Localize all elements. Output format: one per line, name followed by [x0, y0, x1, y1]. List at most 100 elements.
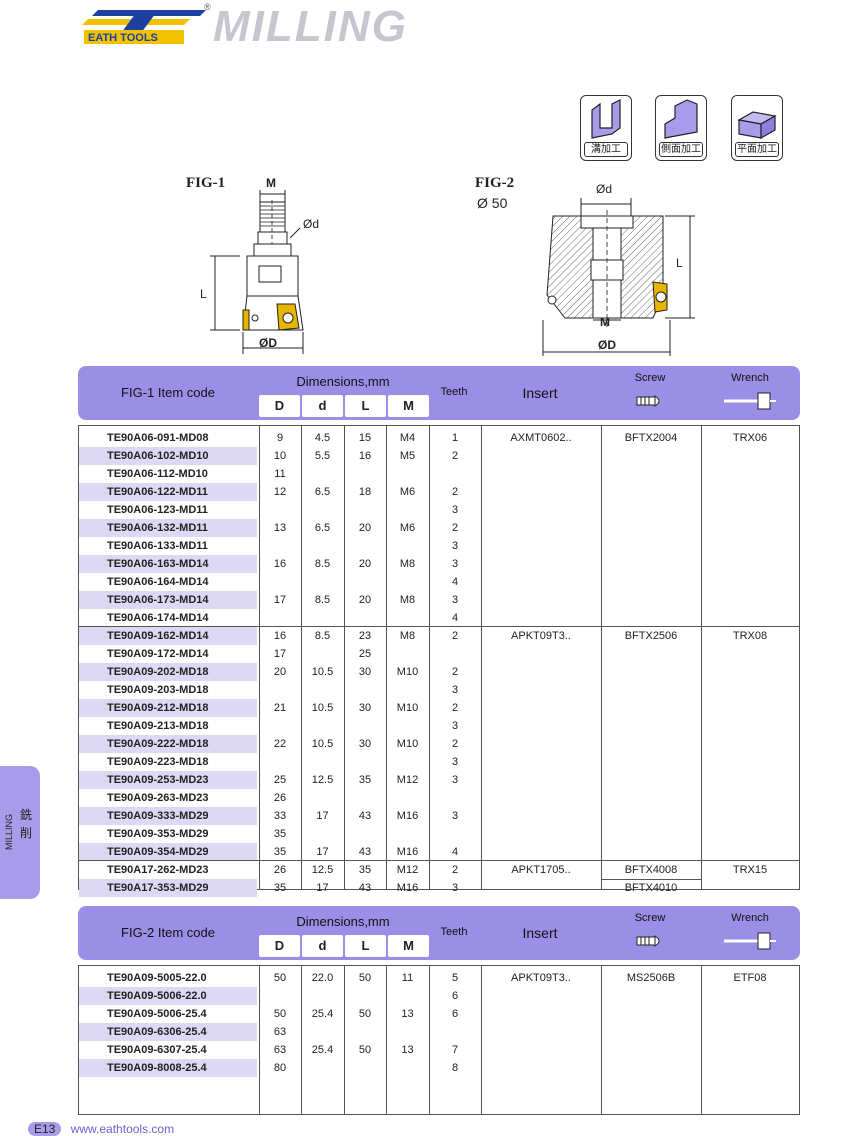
dim-d-cell: 50 [273, 1008, 287, 1020]
dim-l-cell: 43 [358, 882, 372, 894]
screw-cell: BFTX4010 [624, 882, 678, 894]
op-side-milling: 側面加工 [655, 95, 707, 161]
header-insert: Insert [522, 925, 558, 941]
item-code-cell: TE90A06-163-MD14 [79, 555, 257, 573]
teeth-cell: 3 [451, 720, 459, 732]
side-section-tab[interactable]: MILLING 銑削 [0, 766, 40, 899]
dim-d-cell [259, 537, 301, 555]
teeth-cell: 3 [451, 504, 459, 516]
screw-cell: BFTX4008 [624, 864, 678, 876]
wrench-icon [724, 392, 776, 410]
teeth-cell: 3 [451, 558, 459, 570]
header-wrench: Wrench [731, 912, 769, 924]
item-code-cell: TE90A06-123-MD11 [107, 504, 208, 516]
dim-d-cell [259, 573, 301, 591]
dim-d-cell: 35 [273, 882, 287, 894]
dim-small-d-cell: 17 [316, 882, 329, 894]
dim-small-d-cell [301, 717, 344, 735]
side-tab-zh: 銑削 [20, 808, 33, 840]
item-code-cell: TE90A06-102-MD10 [79, 447, 257, 465]
column-divider [701, 426, 702, 889]
dim-l-cell [344, 465, 386, 483]
dim-small-d-cell: 4.5 [314, 432, 331, 444]
dim-d-cell: 16 [273, 630, 287, 642]
dim-l-cell: 30 [358, 738, 372, 750]
teeth-cell: 1 [451, 432, 459, 444]
dim-d-cell: 35 [273, 846, 287, 858]
dim-l-cell: 20 [358, 594, 372, 606]
page-number: E13 [28, 1122, 62, 1136]
column-divider [701, 966, 702, 1114]
screw-cell: BFTX2004 [624, 432, 678, 444]
dim-small-d-cell: 6.5 [314, 486, 331, 498]
dim-small-d-cell [301, 681, 344, 699]
table1-header: FIG-1 Item code Dimensions,mm D d L M Te… [78, 366, 800, 420]
teeth-cell: 4 [451, 576, 459, 588]
column-divider [601, 426, 602, 889]
slot-milling-icon [591, 99, 621, 139]
teeth-cell: 3 [451, 594, 459, 606]
dim-d-cell: 25 [273, 774, 287, 786]
dim-l-cell: 35 [358, 864, 372, 876]
column-divider [481, 966, 482, 1114]
fig2-subtitle: Ø 50 [477, 195, 508, 211]
face-milling-icon [737, 111, 777, 140]
column-divider [344, 426, 345, 889]
dim-m-cell: M10 [396, 666, 419, 678]
dim-small-d-cell [301, 537, 344, 555]
dim-d-cell: 21 [273, 702, 287, 714]
item-code-cell: TE90A06-164-MD14 [107, 576, 209, 588]
fig2-label-m: M [600, 315, 610, 329]
dim-small-d-cell [301, 1059, 344, 1077]
teeth-cell [429, 825, 481, 843]
dim-m-cell: M8 [399, 630, 416, 642]
dim-m-cell [386, 645, 429, 663]
dim-m-cell: M8 [399, 594, 416, 606]
teeth-cell: 2 [451, 450, 459, 462]
fig2-drawing [542, 198, 695, 356]
header-teeth: Teeth [440, 386, 468, 398]
dim-small-d-cell [301, 501, 344, 519]
screw-icon [636, 395, 660, 407]
item-code-cell: TE90A06-174-MD14 [107, 612, 209, 624]
dim-small-d-cell: 8.5 [314, 630, 331, 642]
dim-m-cell [386, 501, 429, 519]
header-screw: Screw [634, 372, 666, 384]
teeth-cell: 2 [451, 486, 459, 498]
teeth-cell: 5 [451, 972, 459, 984]
insert-cell: APKT09T3.. [511, 972, 571, 984]
column-divider [344, 966, 345, 1114]
item-code-cell: TE90A09-263-MD23 [107, 792, 209, 804]
column-divider [601, 966, 602, 1114]
header-dim-d: D [259, 395, 300, 417]
item-code-cell: TE90A09-162-MD14 [79, 627, 257, 645]
item-code-cell: TE90A09-5006-25.4 [107, 1008, 207, 1020]
dim-m-cell: M4 [399, 432, 416, 444]
dim-small-d-cell: 10.5 [311, 738, 334, 750]
table-row: TE90A06-123-MD11 3 [79, 501, 799, 519]
column-divider [301, 966, 302, 1114]
dim-d-cell: 35 [273, 828, 287, 840]
dim-l-cell [344, 789, 386, 807]
brand-logo: EATH TOOLS [82, 10, 206, 44]
dim-m-cell: M16 [396, 810, 419, 822]
dim-m-cell [386, 1059, 429, 1077]
dim-l-cell [344, 987, 386, 1005]
column-divider [429, 426, 430, 889]
teeth-cell: 7 [451, 1044, 459, 1056]
dim-small-d-cell [301, 789, 344, 807]
header-item-code: FIG-1 Item code [121, 385, 215, 400]
header-screw: Screw [634, 912, 666, 924]
fig2-label-d: Ød [596, 182, 613, 196]
